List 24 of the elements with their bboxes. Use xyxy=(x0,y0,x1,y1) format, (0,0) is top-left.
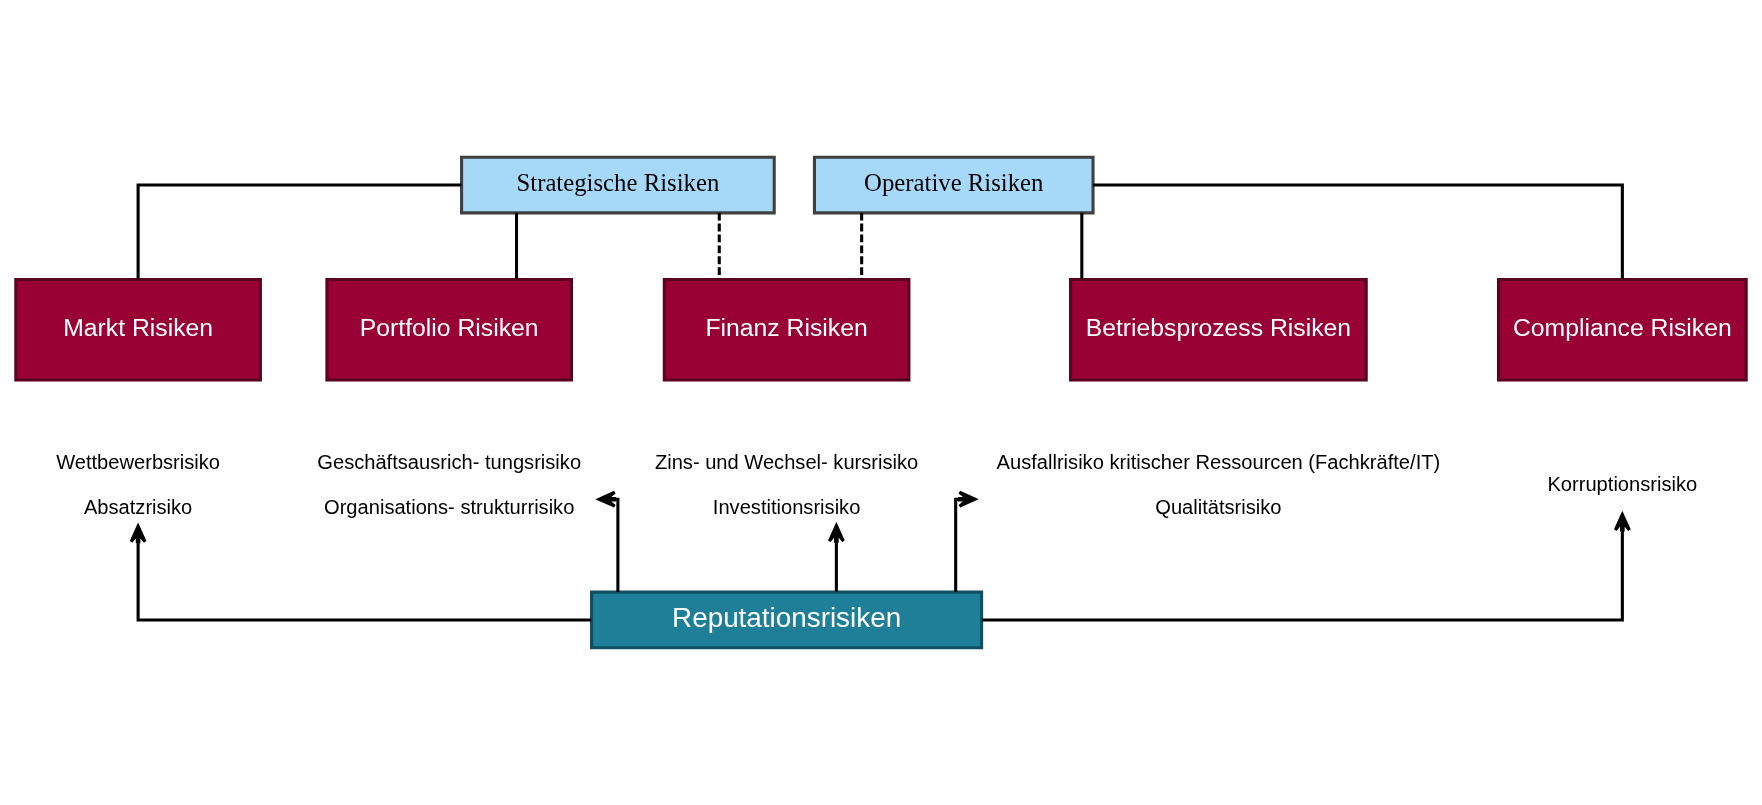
node-text: Ausfallrisiko kritischer Ressourcen (Fachkräfte/IT) Qualitätsrisiko xyxy=(996,450,1441,518)
node-box: Compliance Risiken xyxy=(1497,277,1748,382)
node-box: Reputationsrisiken xyxy=(590,590,984,650)
node-text: Geschäftsausrich- tungsrisiko Organisations- strukturrisiko xyxy=(317,450,582,518)
connector xyxy=(514,212,519,280)
connector xyxy=(860,212,864,280)
node-box: Portfolio Risiken xyxy=(325,277,573,382)
arrow xyxy=(827,524,845,592)
connector xyxy=(1080,212,1084,280)
node-text: Zins- und Wechsel- kursrisiko Investitionsrisiko xyxy=(654,450,919,518)
node-text: Wettbewerbsrisiko Absatzrisiko xyxy=(56,450,221,518)
node-box: Finanz Risiken xyxy=(662,277,911,382)
node-box: Operative Risiken xyxy=(812,155,1095,215)
arrow xyxy=(954,490,977,592)
node-box: Strategische Risiken xyxy=(460,155,776,215)
arrow xyxy=(982,512,1631,622)
node-box: Markt Risiken xyxy=(14,277,262,382)
node-box: Betriebsprozess Risiken xyxy=(1069,277,1368,382)
connector xyxy=(717,212,721,280)
arrow xyxy=(597,490,620,592)
arrow xyxy=(129,524,592,622)
connector xyxy=(136,183,462,280)
connector xyxy=(1093,183,1624,280)
node-text: Korruptionsrisiko xyxy=(1547,473,1698,496)
